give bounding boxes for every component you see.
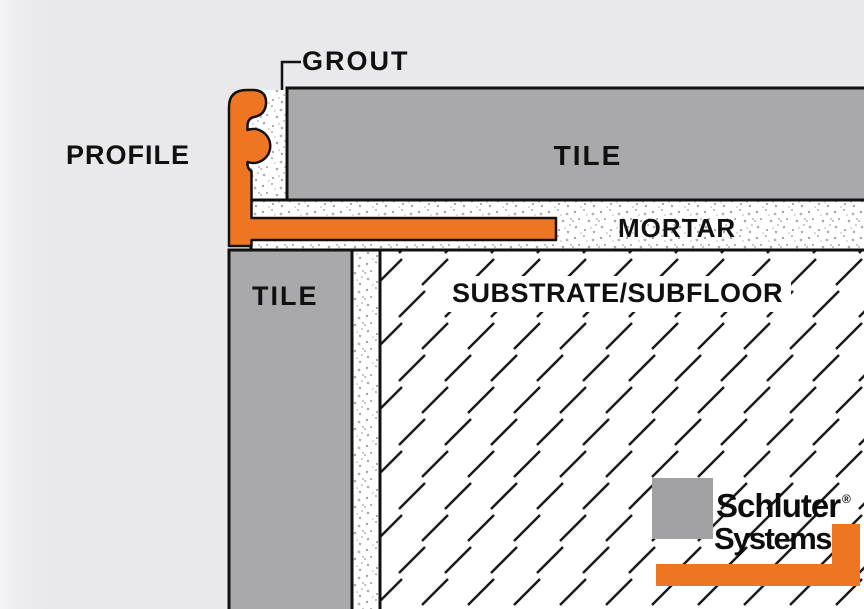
logo-orange-angle-horizontal bbox=[656, 564, 860, 586]
substrate-label: SUBSTRATE/SUBFLOOR bbox=[444, 276, 791, 313]
logo-brand-line1: Schluter bbox=[716, 487, 841, 524]
profile-shape bbox=[227, 88, 558, 248]
schluter-logo: Schluter® Systems bbox=[650, 476, 864, 609]
mortar-strip-vertical bbox=[350, 252, 384, 609]
logo-systems-text: Systems bbox=[714, 521, 833, 556]
tile-left-label: TILE bbox=[252, 281, 319, 311]
top-tile bbox=[285, 86, 864, 202]
grout-leader-line bbox=[280, 60, 301, 90]
profile-label: PROFILE bbox=[66, 140, 191, 170]
logo-gray-square bbox=[652, 478, 713, 539]
tile-top-label: TILE bbox=[553, 140, 623, 171]
logo-registered-mark: ® bbox=[842, 492, 851, 506]
mortar-label: MORTAR bbox=[618, 213, 737, 243]
logo-schluter-text: Schluter® bbox=[716, 489, 851, 522]
left-tile bbox=[227, 248, 354, 609]
grout-label: GROUT bbox=[302, 46, 410, 76]
